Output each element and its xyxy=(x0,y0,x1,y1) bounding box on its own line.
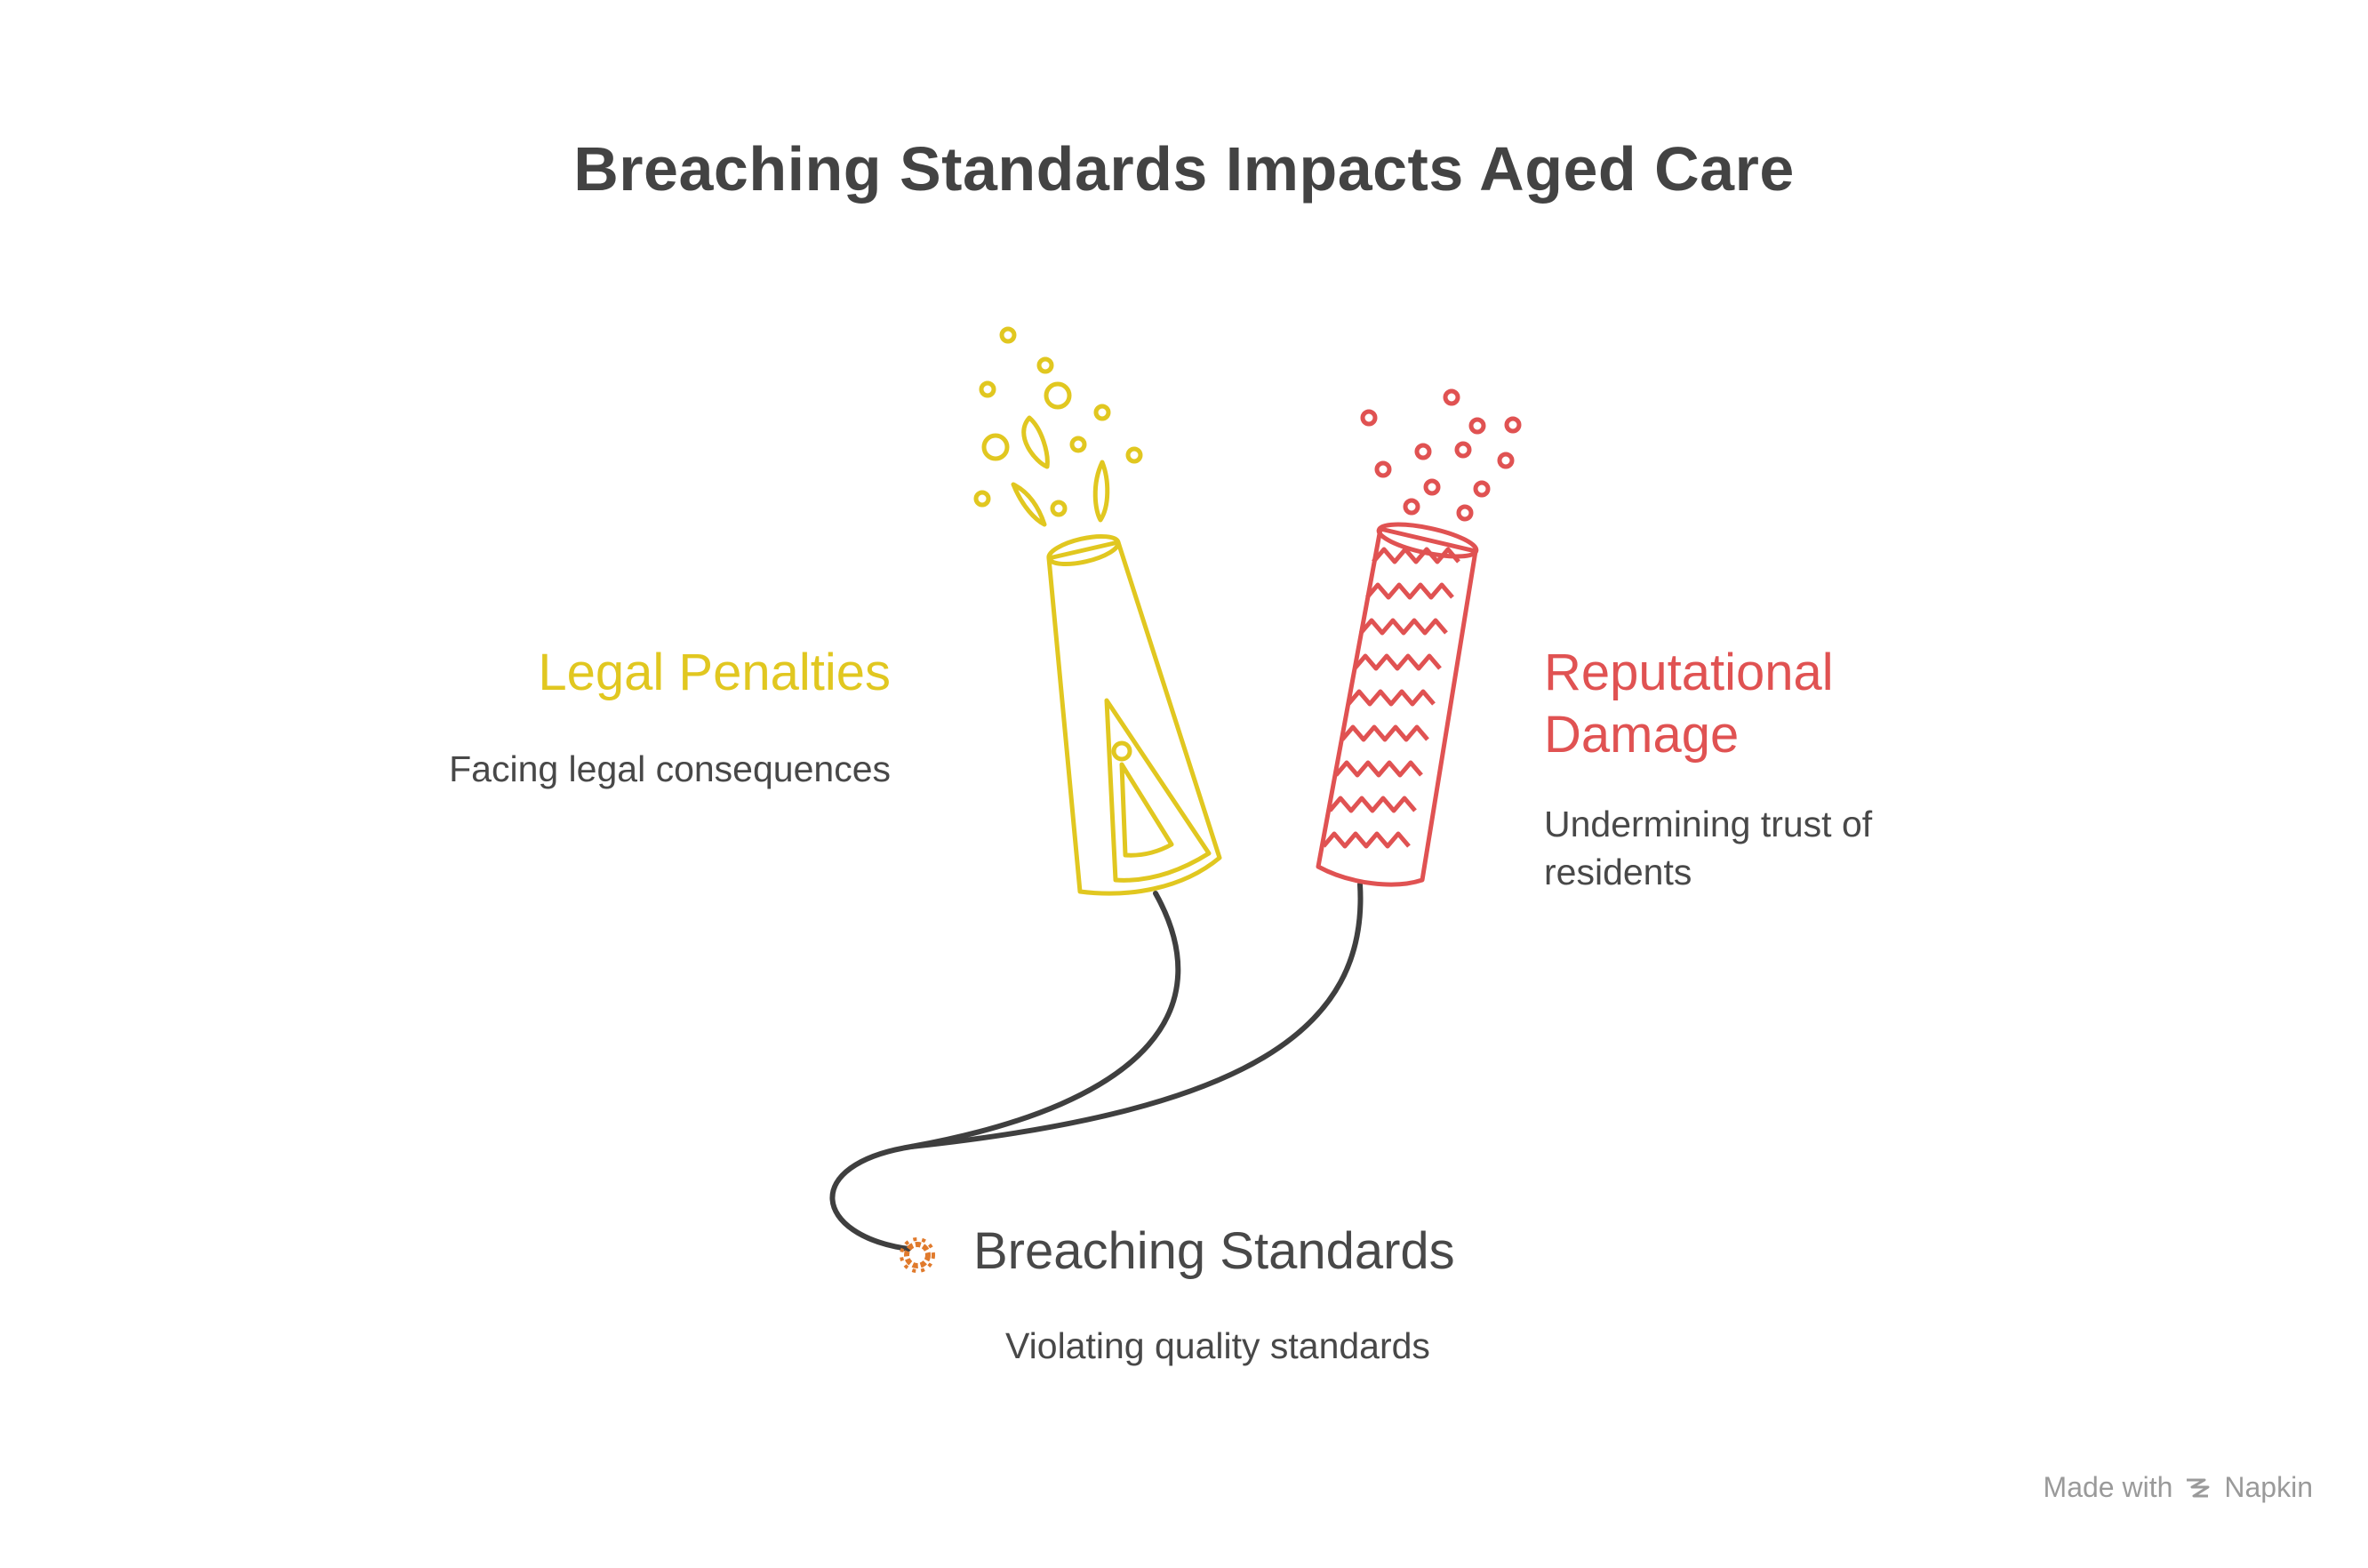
reputational-damage-description-line2: residents xyxy=(1544,852,1692,892)
breaching-standards-description: Violating quality standards xyxy=(1005,1325,1430,1366)
party-popper-cone-icon xyxy=(973,326,1222,896)
page-title: Breaching Standards Impacts Aged Care xyxy=(573,134,1795,204)
napkin-logo-icon xyxy=(2187,1478,2210,1497)
fuse-wires xyxy=(829,882,1364,1252)
reputational-damage-title-line2: Damage xyxy=(1544,706,1740,764)
legal-penalties-title: Legal Penalties xyxy=(538,644,891,701)
legal-penalties-description: Facing legal consequences xyxy=(449,748,891,789)
watermark-brand: Napkin xyxy=(2224,1471,2313,1503)
reputational-damage-description-line1: Undermining trust of xyxy=(1544,804,1873,844)
napkin-watermark[interactable]: Made with Napkin xyxy=(2044,1471,2313,1504)
fuse-spark-icon xyxy=(900,1237,935,1273)
reputational-damage-title: Reputational Damage xyxy=(1544,642,1988,766)
reputational-damage-description: Undermining trust of residents xyxy=(1544,800,1988,896)
firecracker-tube-icon xyxy=(1316,388,1522,887)
fuse-wire-legal xyxy=(829,891,1181,1252)
watermark-prefix: Made with xyxy=(2043,1471,2173,1503)
breaching-standards-title: Breaching Standards xyxy=(973,1222,1455,1280)
reputational-damage-title-line1: Reputational xyxy=(1544,644,1834,701)
fuse-wire-reputational xyxy=(908,882,1364,1149)
